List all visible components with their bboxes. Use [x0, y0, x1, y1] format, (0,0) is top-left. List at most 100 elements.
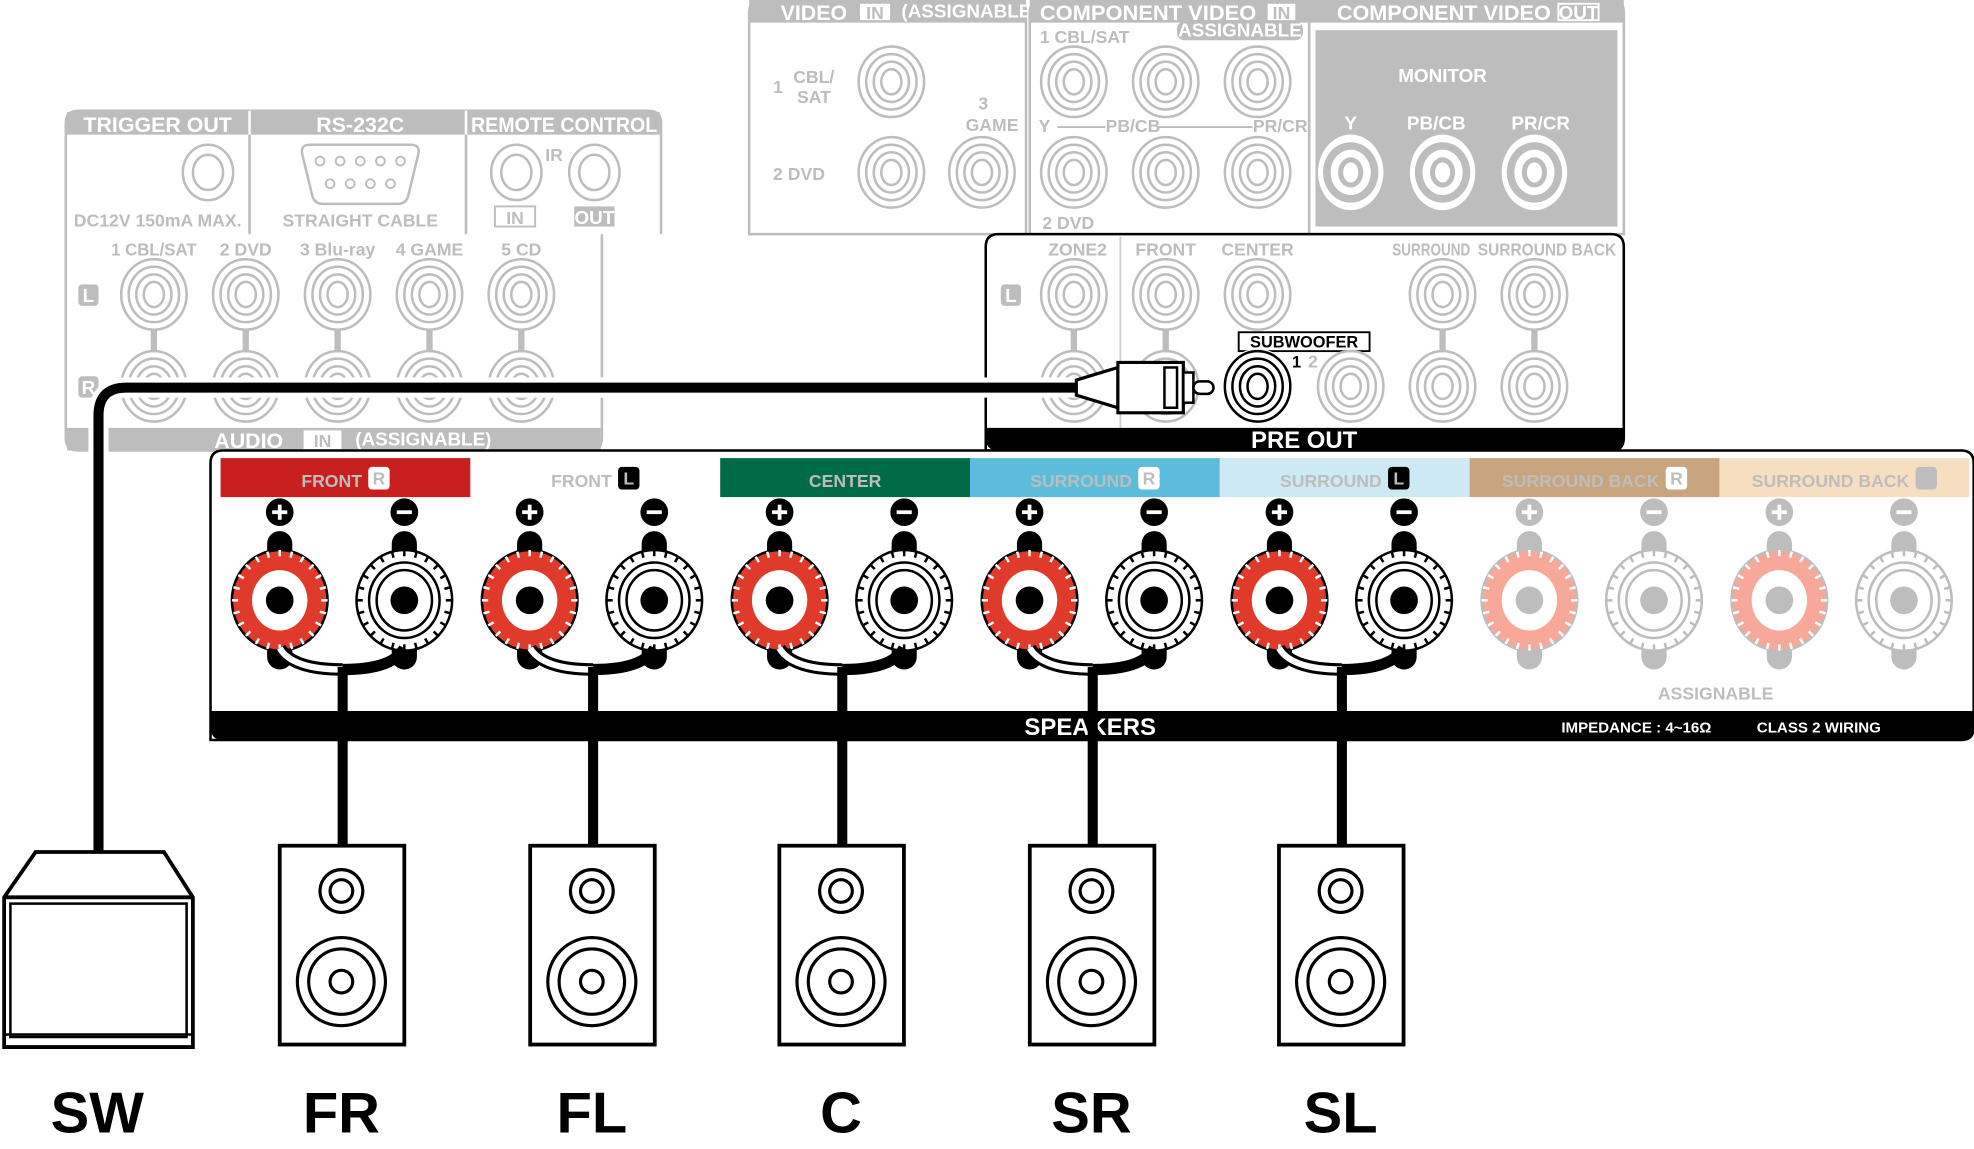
speaker-terminal-plus[interactable] [1480, 498, 1579, 670]
rs232c-note: STRAIGHT CABLE [282, 211, 438, 231]
speaker-terminal-plus[interactable] [980, 498, 1079, 670]
component-in-1-jack[interactable] [1039, 45, 1108, 119]
pre-out-column-label: ZONE2 [1048, 239, 1107, 259]
audio-in-footer: AUDIO [214, 429, 283, 453]
video-in-3-label: GAME [966, 115, 1019, 135]
remote-in-label: IN [506, 208, 524, 228]
pre-out-l-jack[interactable] [1223, 257, 1292, 331]
pre-out-column-label: SURROUND BACK [1478, 239, 1617, 259]
component-video-in-panel: COMPONENT VIDEO IN (ASSIGNABLE) 1 CBL/SA… [1028, 0, 1311, 236]
component-in-y-label: Y [1039, 116, 1051, 136]
pre-out-r-jack[interactable] [1408, 349, 1477, 423]
speaker-terminal-plus[interactable] [230, 498, 329, 670]
channel-label: CENTER [809, 471, 882, 491]
channel-side-badge: R [373, 469, 386, 489]
audio-in-label: 2 DVD [220, 239, 272, 259]
speaker-terminal-plus[interactable] [1730, 498, 1829, 670]
video-in-3-jack[interactable] [947, 135, 1016, 209]
remote-in-jack[interactable] [489, 143, 543, 202]
component-in-1-jack[interactable] [1131, 45, 1200, 119]
video-in-3-num: 3 [978, 93, 988, 113]
audio-in-l-jack[interactable] [119, 257, 188, 331]
speaker-terminal-minus[interactable] [355, 498, 454, 670]
speaker-terminal-minus[interactable] [855, 498, 954, 670]
component-in-2-jack[interactable] [1223, 135, 1292, 209]
speaker-terminal-minus[interactable] [1854, 498, 1954, 670]
speaker-label: SL [1304, 1082, 1378, 1146]
subwoofer [2, 850, 195, 1049]
remote-out-jack[interactable] [567, 143, 621, 202]
component-out-y-label: Y [1344, 113, 1357, 134]
component-out-jack[interactable] [1317, 134, 1384, 211]
video-in-badge: IN [866, 3, 884, 23]
audio-in-l-jack[interactable] [211, 257, 280, 331]
channel-side-badge: L [623, 469, 634, 489]
impedance-label: IMPEDANCE : 4~16Ω [1561, 719, 1711, 736]
pre-out-column-label: FRONT [1135, 239, 1196, 259]
component-in-badge: IN [1273, 3, 1291, 23]
speaker [777, 843, 906, 1047]
channel-label: SURROUND [1280, 471, 1382, 491]
audio-in-l-jack[interactable] [303, 257, 372, 331]
video-in-1-label2: SAT [797, 87, 831, 107]
rca-plug [1074, 360, 1215, 415]
subwoofer-1-label: 1 [1292, 353, 1301, 371]
component-out-title: COMPONENT VIDEO [1337, 1, 1551, 25]
speaker-cable [773, 644, 909, 846]
speaker-label: C [820, 1082, 862, 1146]
component-out-jack[interactable] [1501, 134, 1568, 211]
speaker-terminal-plus[interactable] [1230, 498, 1329, 670]
component-out-pb-label: PB/CB [1407, 113, 1466, 134]
ir-label: IR [545, 145, 563, 165]
trigger-out-note: DC12V 150mA MAX. [74, 211, 242, 231]
channel-side-badge: R [1143, 469, 1156, 489]
channel-side-badge: L [1393, 469, 1404, 489]
speaker-terminal-minus[interactable] [1105, 498, 1204, 670]
component-in-pr-label: PR/CR [1253, 116, 1308, 136]
video-in-2-jack[interactable] [857, 135, 926, 209]
speaker-label: FR [303, 1082, 380, 1146]
component-in-2-jack[interactable] [1039, 135, 1108, 209]
audio-in-l-jack[interactable] [487, 257, 556, 331]
pre-out-column-label: SURROUND [1392, 239, 1470, 259]
audio-in-r-label: R [82, 377, 96, 398]
channel-label: FRONT [551, 471, 612, 491]
class2-wiring-label: CLASS 2 WIRING [1757, 719, 1881, 736]
component-in-2-jack[interactable] [1131, 135, 1200, 209]
subwoofer-cable [88, 377, 1083, 852]
audio-in-label: 3 Blu-ray [300, 239, 376, 259]
component-in-title: COMPONENT VIDEO [1040, 1, 1256, 25]
speaker-label-sw: SW [51, 1082, 145, 1146]
subwoofer-2-label: 2 [1308, 351, 1318, 371]
pre-out-column-label: CENTER [1221, 239, 1294, 259]
speaker-cable [1273, 644, 1409, 846]
audio-in-label: 1 CBL/SAT [111, 239, 197, 259]
pre-out-r-jack[interactable] [1316, 349, 1385, 423]
rs232c-pins [314, 155, 406, 190]
speaker-terminal-minus[interactable] [1604, 498, 1704, 670]
video-in-1-jack[interactable] [857, 45, 926, 119]
audio-in-note: (ASSIGNABLE) [355, 429, 491, 450]
speaker-terminal-minus[interactable] [605, 498, 704, 670]
speaker [277, 843, 407, 1047]
speaker-terminal-plus[interactable] [480, 498, 579, 670]
speaker [528, 843, 657, 1047]
subwoofer-1-jack[interactable] [1222, 348, 1293, 425]
rs232c-title: RS-232C [316, 113, 404, 137]
audio-in-l-jack[interactable] [395, 257, 464, 331]
rs232c-port[interactable] [300, 143, 420, 206]
channel-label: SURROUND [1030, 471, 1132, 491]
trigger-out-jack[interactable] [181, 143, 235, 202]
video-in-2-label: 2 DVD [773, 164, 825, 184]
monitor-label: MONITOR [1398, 65, 1487, 86]
pre-out-r-jack[interactable] [1500, 349, 1569, 423]
speaker-terminal-plus[interactable] [730, 498, 829, 670]
component-in-1-jack[interactable] [1223, 45, 1292, 119]
speaker-terminal-minus[interactable] [1354, 498, 1454, 670]
channel-label: FRONT [301, 471, 362, 491]
component-out-jack[interactable] [1409, 134, 1476, 211]
